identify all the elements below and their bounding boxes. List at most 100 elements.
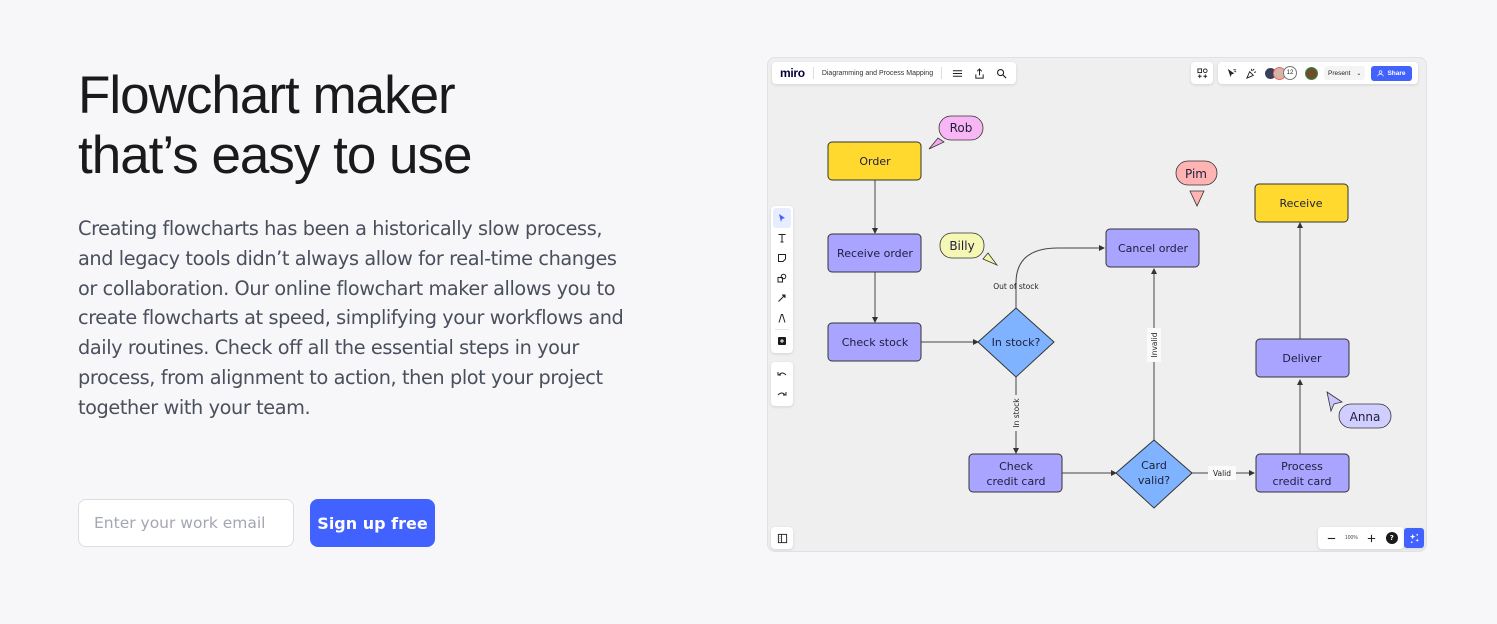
cursor-icon xyxy=(779,214,785,222)
cursor-follow-icon[interactable] xyxy=(1224,66,1238,80)
flowchart-canvas: Out of stock In stock Invalid Valid Orde… xyxy=(827,115,1392,509)
cursor-anna: Anna xyxy=(1326,391,1392,429)
node-in-stock-decision[interactable]: In stock? xyxy=(977,307,1055,378)
shapes-icon xyxy=(777,273,787,283)
zoom-controls: 100% ? xyxy=(1318,527,1404,549)
collaborator-count: 12 xyxy=(1283,66,1297,80)
svg-text:Rob: Rob xyxy=(950,121,973,135)
creation-toolbar xyxy=(771,206,793,353)
svg-text:credit card: credit card xyxy=(986,475,1045,488)
minus-icon xyxy=(1327,537,1335,539)
plus-icon xyxy=(1368,534,1376,542)
board-name[interactable]: Diagramming and Process Mapping xyxy=(821,69,934,77)
share-button[interactable]: Share xyxy=(1371,65,1412,81)
redo-button[interactable] xyxy=(773,384,791,404)
connector-tool[interactable] xyxy=(773,288,791,308)
node-order[interactable]: Order xyxy=(827,141,922,181)
node-process-credit-card[interactable]: Process credit card xyxy=(1255,453,1350,493)
present-label: Present xyxy=(1328,69,1351,77)
board-header: miro Diagramming and Process Mapping xyxy=(772,62,1017,84)
add-tool[interactable] xyxy=(773,331,791,351)
redo-icon xyxy=(777,392,787,396)
hero-description: Creating flowcharts has been a historica… xyxy=(78,217,624,419)
ai-assist-button[interactable] xyxy=(1404,528,1424,548)
sparkle-icon xyxy=(1409,533,1419,543)
current-user-avatar[interactable] xyxy=(1305,66,1318,80)
text-tool[interactable] xyxy=(773,228,791,248)
shapes-tool[interactable] xyxy=(773,268,791,288)
svg-text:Cancel order: Cancel order xyxy=(1118,242,1189,255)
cursor-pim-pointer xyxy=(1189,190,1205,207)
cursor-rob: Rob xyxy=(928,115,984,150)
svg-text:Order: Order xyxy=(859,155,891,168)
node-receive-order[interactable]: Receive order xyxy=(827,233,922,273)
collaborator-avatars[interactable]: 12 xyxy=(1264,66,1297,80)
zoom-level[interactable]: 100% xyxy=(1345,535,1358,541)
pen-icon xyxy=(778,314,786,323)
text-icon xyxy=(778,234,786,243)
node-check-stock[interactable]: Check stock xyxy=(827,322,922,362)
svg-text:Anna: Anna xyxy=(1350,410,1381,424)
node-deliver[interactable]: Deliver xyxy=(1255,338,1350,378)
divider xyxy=(812,67,814,79)
edge-label-out-of-stock: Out of stock xyxy=(993,282,1039,291)
arrow-icon xyxy=(778,294,786,302)
edge-outofstock xyxy=(1015,245,1105,308)
svg-text:Receive order: Receive order xyxy=(837,247,913,260)
node-receive[interactable]: Receive xyxy=(1254,183,1349,223)
sidebar-icon xyxy=(775,531,789,545)
present-button[interactable]: Present ⌄ xyxy=(1324,66,1366,80)
cursor-anna-pointer xyxy=(1326,391,1343,413)
page-title: Flowchart maker that’s easy to use xyxy=(78,66,638,186)
svg-text:Process: Process xyxy=(1281,460,1323,473)
apps-button[interactable] xyxy=(1191,62,1213,84)
edge-label-valid: Valid xyxy=(1213,469,1231,478)
miro-logo: miro xyxy=(780,66,805,80)
svg-text:valid?: valid? xyxy=(1138,474,1170,487)
svg-text:Check stock: Check stock xyxy=(842,336,909,349)
svg-text:Receive: Receive xyxy=(1279,197,1322,210)
signup-button[interactable]: Sign up free xyxy=(310,499,435,547)
miro-board-preview: Out of stock In stock Invalid Valid Orde… xyxy=(767,57,1427,552)
undo-icon xyxy=(777,372,787,376)
share-label: Share xyxy=(1387,69,1406,77)
cursor-billy: Billy xyxy=(939,232,999,266)
node-card-valid-decision[interactable]: Card valid? xyxy=(1115,439,1193,509)
celebrate-icon[interactable] xyxy=(1244,66,1258,80)
svg-text:Pim: Pim xyxy=(1185,167,1207,181)
title-line-2: that’s easy to use xyxy=(78,126,473,185)
sticky-note-icon xyxy=(778,254,786,262)
node-cancel-order[interactable]: Cancel order xyxy=(1105,228,1200,268)
user-icon xyxy=(1377,69,1385,76)
search-icon[interactable] xyxy=(994,66,1008,80)
help-button[interactable]: ? xyxy=(1385,532,1398,544)
email-input[interactable] xyxy=(78,499,294,547)
select-tool[interactable] xyxy=(773,208,791,228)
apps-icon xyxy=(1195,66,1209,80)
sticky-note-tool[interactable] xyxy=(773,248,791,268)
history-toolbar xyxy=(771,362,793,406)
zoom-out-button[interactable] xyxy=(1324,531,1338,545)
divider xyxy=(775,329,789,330)
node-check-credit-card[interactable]: Check credit card xyxy=(968,453,1063,493)
undo-button[interactable] xyxy=(773,364,791,384)
svg-text:Billy: Billy xyxy=(949,239,974,253)
cursor-pim: Pim xyxy=(1175,160,1218,207)
edge-label-in-stock: In stock xyxy=(1012,398,1021,428)
frames-panel-button[interactable] xyxy=(771,527,793,549)
cursor-billy-pointer xyxy=(982,252,999,266)
export-icon[interactable] xyxy=(972,66,986,80)
edge-label-invalid: Invalid xyxy=(1150,332,1159,357)
collaboration-bar: 12 Present ⌄ Share xyxy=(1218,62,1418,84)
svg-text:In stock?: In stock? xyxy=(992,336,1041,349)
svg-text:credit card: credit card xyxy=(1272,475,1331,488)
zoom-in-button[interactable] xyxy=(1365,531,1379,545)
divider xyxy=(941,67,943,79)
cursor-rob-pointer xyxy=(928,137,945,150)
svg-text:Deliver: Deliver xyxy=(1282,352,1322,365)
plus-icon xyxy=(778,337,786,345)
svg-text:Card: Card xyxy=(1141,459,1167,472)
pen-tool[interactable] xyxy=(773,308,791,328)
menu-icon[interactable] xyxy=(950,66,964,80)
chevron-down-icon: ⌄ xyxy=(1356,70,1362,77)
